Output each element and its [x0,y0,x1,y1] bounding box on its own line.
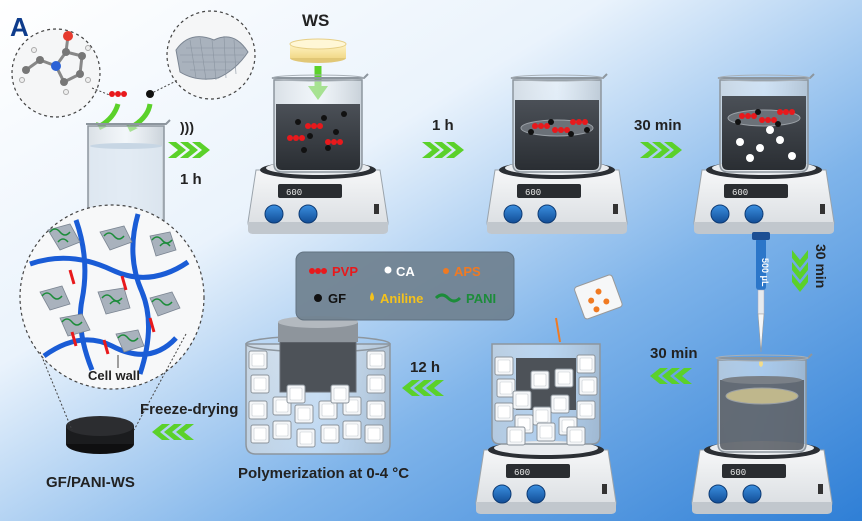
cell-wall-label: Cell wall [88,368,140,383]
time-label-2: 1 h [432,117,454,134]
graphene-flake-icon [146,90,154,98]
legend-gf-icon [314,294,322,302]
graphene-inset [166,10,256,100]
beaker-4 [715,353,813,453]
sonication-symbol: ))) [180,119,194,135]
svg-text:600: 600 [525,188,541,198]
legend-aniline-icon [370,292,374,301]
hotplate-5: 600 [475,440,617,515]
structure-inset [19,204,205,390]
beaker-3 [717,73,815,173]
molecule-inset [11,28,101,118]
hotplate-3: 600 [693,160,835,235]
legend: PVP CA APS GF Aniline PANI [295,251,515,321]
legend-pani-icon [434,293,462,303]
hotplate-display: 600 [286,188,302,198]
legend-pvp: PVP [332,264,358,279]
wood-sponge-disk [289,38,347,63]
time-label-5: 30 min [650,345,698,362]
svg-text:600: 600 [732,188,748,198]
hotplate-4: 600 [691,440,833,515]
polymerization-label: Polymerization at 0-4 °C [238,465,409,482]
time-label-3: 30 min [634,117,682,134]
hotplate-1: 600 [247,160,389,235]
svg-text:600: 600 [730,468,746,478]
inset-connector [91,87,113,97]
ice-bath-1 [491,343,601,446]
legend-pvp-icon [309,268,327,274]
ws-label: WS [302,11,329,30]
legend-pani: PANI [466,291,496,306]
product-disk [66,416,134,454]
product-label: GF/PANI-WS [46,474,135,491]
pipette-volume: 500 μL [760,258,770,287]
legend-aps: APS [454,264,481,279]
svg-text:600: 600 [514,468,530,478]
time-label-1: 1 h [180,171,202,188]
time-label-4: 30 min [813,244,829,288]
inset-connector [149,79,179,95]
aps-stream [555,317,561,343]
freeze-drying-label: Freeze-drying [140,401,238,418]
beaker-2 [510,73,608,173]
legend-aniline: Aniline [380,291,423,306]
legend-aps-icon [443,268,449,274]
initial-beaker [86,119,171,231]
polymerization-bath [245,316,391,455]
legend-ca-icon [384,266,392,274]
aps-vial [574,274,623,320]
time-label-6: 12 h [410,359,440,376]
panel-label: A [10,12,29,42]
hotplate-2: 600 [486,160,628,235]
legend-ca: CA [396,264,415,279]
pvp-molecule-icon [109,91,127,97]
legend-gf: GF [328,291,346,306]
pipette: 500 μL [752,232,770,353]
beaker-1 [271,73,369,173]
